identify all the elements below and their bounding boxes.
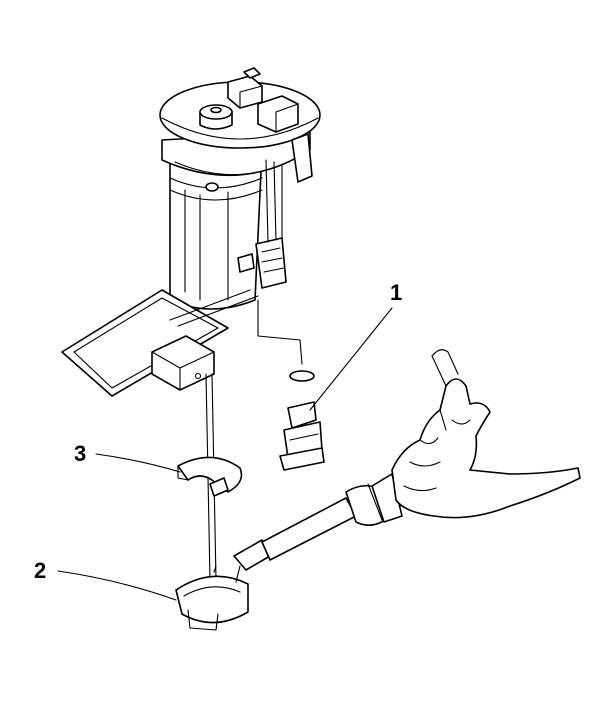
retainer-clip [177,456,243,497]
screwdriver [233,473,403,571]
callout-1-leader [309,307,393,411]
electrical-connector [257,299,325,471]
callout-3: 3 [74,441,86,466]
callout-2-leader [57,570,177,601]
lower-retainer [175,565,249,631]
fuel-level-float [61,289,259,581]
callout-2: 2 [34,558,46,583]
fuel-pump-module [159,67,321,310]
hand [391,349,581,519]
callout-1: 1 [390,280,402,305]
callout-3-leader [95,453,181,473]
